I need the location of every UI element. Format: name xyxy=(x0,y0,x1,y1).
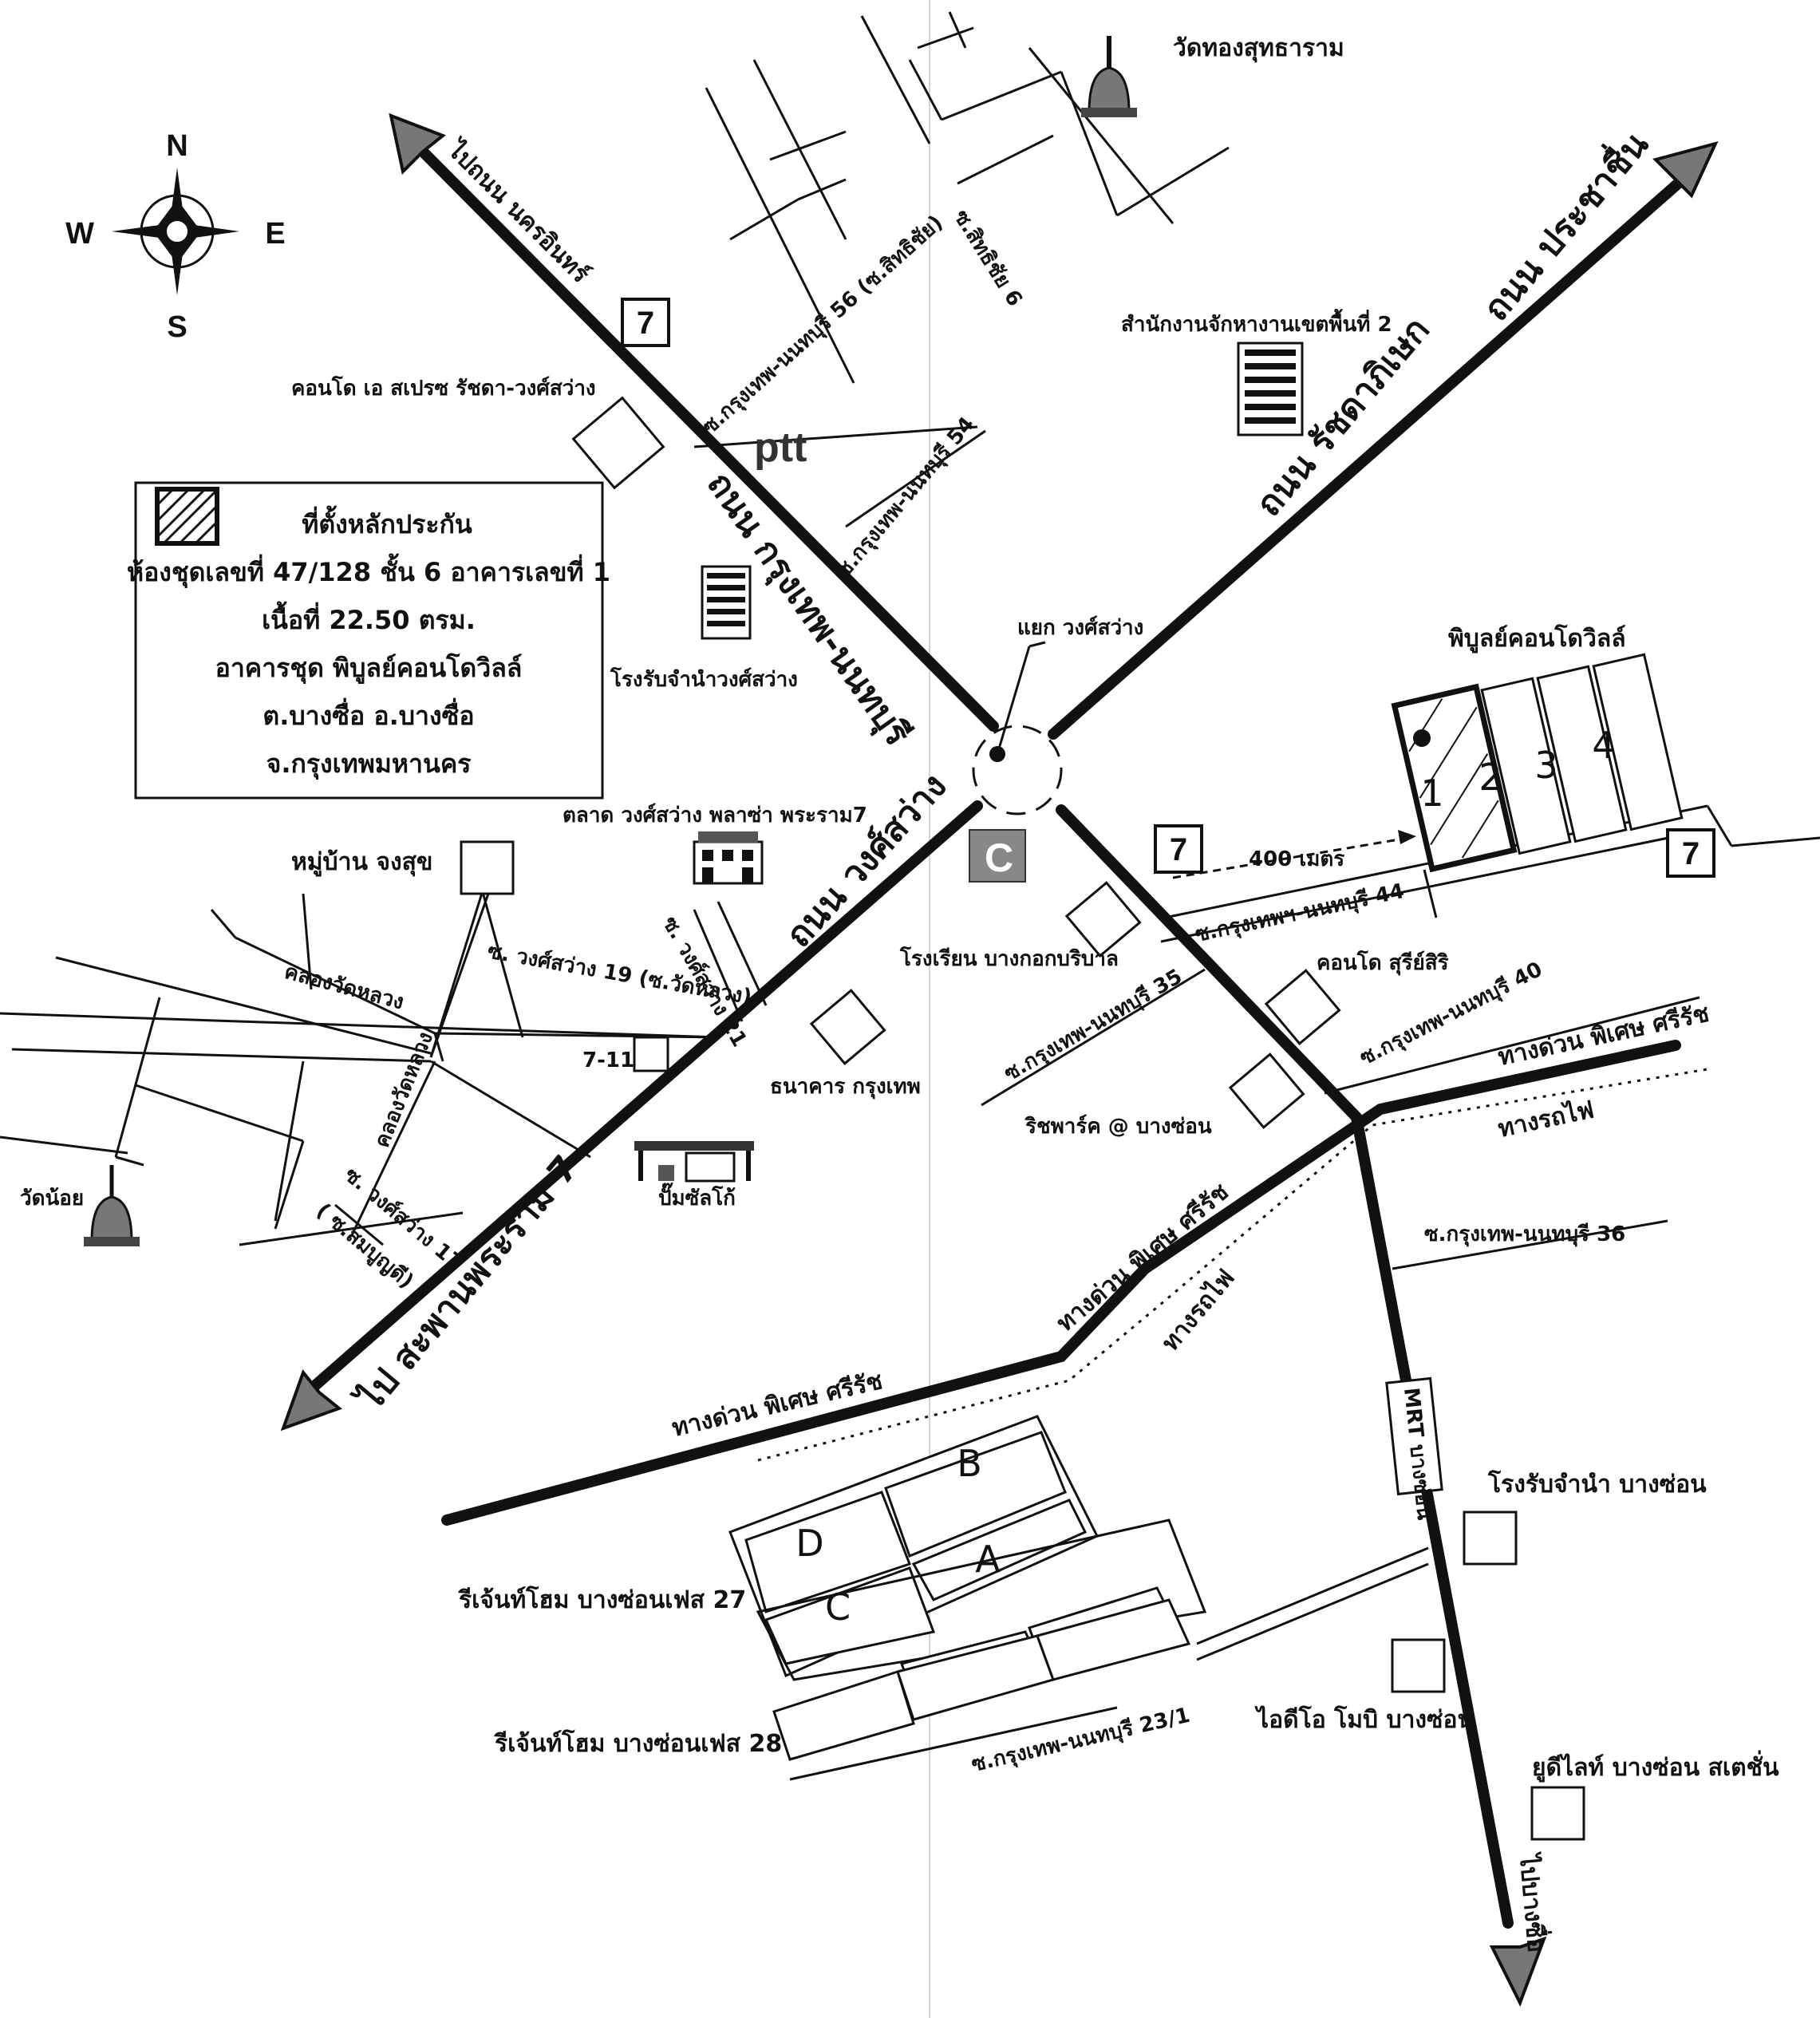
legend-line: ห้องชุดเลขที่ 47/128 ชั้น 6 อาคารเลขที่ … xyxy=(127,553,610,589)
office-label: สำนักงานจักหางานเขตพื้นที่ 2 xyxy=(1121,308,1392,337)
condo-aspace-label: คอนโด เอ สเปรซ รัชดา-วงศ์สว่าง xyxy=(291,375,596,401)
pibul-condo-label: พิบูลย์คอนโดวิลล์ xyxy=(1448,623,1626,654)
legend-line: อาคารชุด พิบูลย์คอนโดวิลล์ xyxy=(215,653,523,685)
legend-line: เนื้อที่ 22.50 ตรม. xyxy=(262,601,476,635)
soi-sitthichai6-label: ซ.สิทธิชัย 6 xyxy=(949,206,1027,311)
west-soi-lines xyxy=(0,877,768,1246)
seven-eleven-logo-icon: 7 xyxy=(621,298,670,347)
gas-station-icon xyxy=(634,1141,754,1183)
arrow-to-rama7-bridge xyxy=(280,1368,343,1432)
seven-eleven-logo-text: 7 xyxy=(637,306,654,341)
soi35-label: ซ.กรุงเทพ-นนทบุรี 35 xyxy=(1001,965,1187,1087)
regent-building-letter: C xyxy=(825,1586,851,1629)
ptt-logo: ptt xyxy=(754,425,807,471)
legend-title: ที่ตั้งหลักประกัน xyxy=(302,505,472,539)
legend-line: จ.กรุงเทพมหานคร xyxy=(266,748,472,780)
regent-building-letter: B xyxy=(957,1442,982,1485)
seven-eleven-west-marker xyxy=(633,1036,669,1072)
north-soi-network xyxy=(693,11,1230,528)
road-to-nakhon-in-label: ไปถนน นครอินทร์ xyxy=(440,134,595,289)
pibul-building-2 xyxy=(1480,677,1572,855)
arrow-to-bang-sue xyxy=(1489,1936,1547,2007)
mrt-station-marker: MRT บางซ่อน xyxy=(1385,1376,1443,1521)
udelight-marker xyxy=(1530,1786,1585,1841)
soi36-label: ซ.กรุงเทพ-นนทบุรี 36 xyxy=(1424,1222,1625,1247)
compass-east-label: E xyxy=(265,217,285,251)
bank-label: ธนาคาร กรุงเทพ xyxy=(770,1075,921,1100)
railway-mid-label: ทางรถไฟ xyxy=(1156,1264,1241,1357)
rich-park-marker xyxy=(1228,1052,1305,1129)
canal-wat-luang-label: คลองวัดหลวง xyxy=(282,960,406,1015)
compass-west-label: W xyxy=(65,217,94,251)
junction-label: แยก วงศ์สว่าง xyxy=(1017,615,1143,640)
south-soi-lines xyxy=(789,1546,1429,1781)
railway-east-label: ทางรถไฟ xyxy=(1495,1095,1597,1143)
gas-station-label: ปั๊มซัลโก้ xyxy=(658,1183,736,1210)
market-label: ตลาด วงศ์สว่าง พลาซ่า พระราม7 xyxy=(563,803,867,827)
pawnshop-building-icon xyxy=(701,565,752,640)
pibul-building-4 xyxy=(1592,653,1684,831)
seven-eleven-logo-text: 7 xyxy=(1170,832,1187,867)
pibul-building-number: 2 xyxy=(1479,756,1502,799)
distance-arrowhead xyxy=(1398,830,1416,844)
seven-eleven-logo-icon: 7 xyxy=(1666,828,1715,878)
legend-box: ที่ตั้งหลักประกัน ห้องชุดเลขที่ 47/128 ช… xyxy=(127,481,610,800)
ideo-mobi-label: ไอดีโอ โมบิ บางซ่อน xyxy=(1254,1704,1474,1734)
condo-aspace-marker xyxy=(571,396,665,490)
office-building-icon xyxy=(1237,342,1304,436)
collateral-location-dot xyxy=(1413,729,1431,747)
village-marker xyxy=(460,840,515,895)
road-to-bang-sue-label: ไปบางซื่อ xyxy=(1514,1850,1554,1953)
market-building-icon xyxy=(693,831,764,885)
main-roads xyxy=(302,146,1697,1929)
soi54-label: ซ.กรุงเทพ-นนทบุรี 54 xyxy=(831,413,980,582)
legend-line: ต.บางซื่อ อ.บางซื่อ xyxy=(263,697,474,731)
wat-thong-label: วัดทองสุทธาราม xyxy=(1173,34,1344,63)
road-wongsawang-label: ถนน วงศ์สว่าง xyxy=(778,766,954,956)
pawnshop-wongsawang-label: โรงรับจำนำวงศ์สว่าง xyxy=(610,666,798,692)
compass-north-label: N xyxy=(166,129,188,163)
pawnshop-bangson-label: โรงรับจำนำ บางซ่อน xyxy=(1487,1469,1707,1499)
junction-circle xyxy=(972,725,1063,815)
expressway-line xyxy=(441,1040,1681,1526)
regent-building-letter: A xyxy=(975,1538,1001,1581)
wat-noi-stupa-icon xyxy=(84,1165,140,1246)
bigc-logo-text: C xyxy=(985,835,1013,880)
seven-eleven-west-label: 7-11 xyxy=(582,1048,634,1072)
regent-building-letter: D xyxy=(796,1522,823,1565)
pawnshop-bangson-marker xyxy=(1463,1511,1518,1566)
condo-suriya-marker xyxy=(1264,969,1341,1045)
arrow-to-prachachuen xyxy=(1652,140,1719,199)
bigc-logo-icon: C xyxy=(969,829,1026,883)
condo-suriya-label: คอนโด สุรีย์สิริ xyxy=(1317,950,1449,976)
distance-label: 400 เมตร xyxy=(1249,847,1344,871)
pibul-building-number: 1 xyxy=(1420,772,1443,815)
wat-noi-label: วัดน้อย xyxy=(20,1187,84,1210)
village-label: หมู่บ้าน จงสุข xyxy=(291,848,432,877)
school-marker xyxy=(1064,881,1142,958)
ideo-mobi-marker xyxy=(1391,1638,1446,1693)
compass-rose: N S E W xyxy=(65,129,286,344)
arrow-to-nakhon-in xyxy=(389,113,446,176)
pibul-condo-buildings: 1 2 3 4 xyxy=(1391,653,1684,873)
soi56-label: ซ.กรุงเทพ-นนทบุรี 56 (ซ.สิทธิชัย) xyxy=(698,211,949,440)
pibul-building-number: 3 xyxy=(1534,744,1557,787)
regent27-label: รีเจ้นท์โฮม บางซ่อนเฟส 27 xyxy=(457,1585,746,1614)
bank-marker xyxy=(809,989,886,1065)
pibul-building-number: 4 xyxy=(1592,724,1615,767)
regent28-label: รีเจ้นท์โฮม บางซ่อนเฟส 28 xyxy=(493,1728,782,1758)
compass-south-label: S xyxy=(167,310,187,344)
pibul-building-3 xyxy=(1536,665,1628,843)
regent-home-buildings: B A C D xyxy=(728,1415,1207,1761)
rich-park-label: ริชพาร์ค @ บางซ่อน xyxy=(1024,1114,1212,1139)
school-label: โรงเรียน บางกอกบริบาล xyxy=(899,946,1119,971)
seven-eleven-logo-text: 7 xyxy=(1682,836,1700,871)
seven-eleven-logo-icon: 7 xyxy=(1154,824,1203,874)
udelight-label: ยูดีไลท์ บางซ่อน สเตชั่น xyxy=(1532,1750,1779,1783)
temple-stupa-icon xyxy=(1081,36,1137,117)
